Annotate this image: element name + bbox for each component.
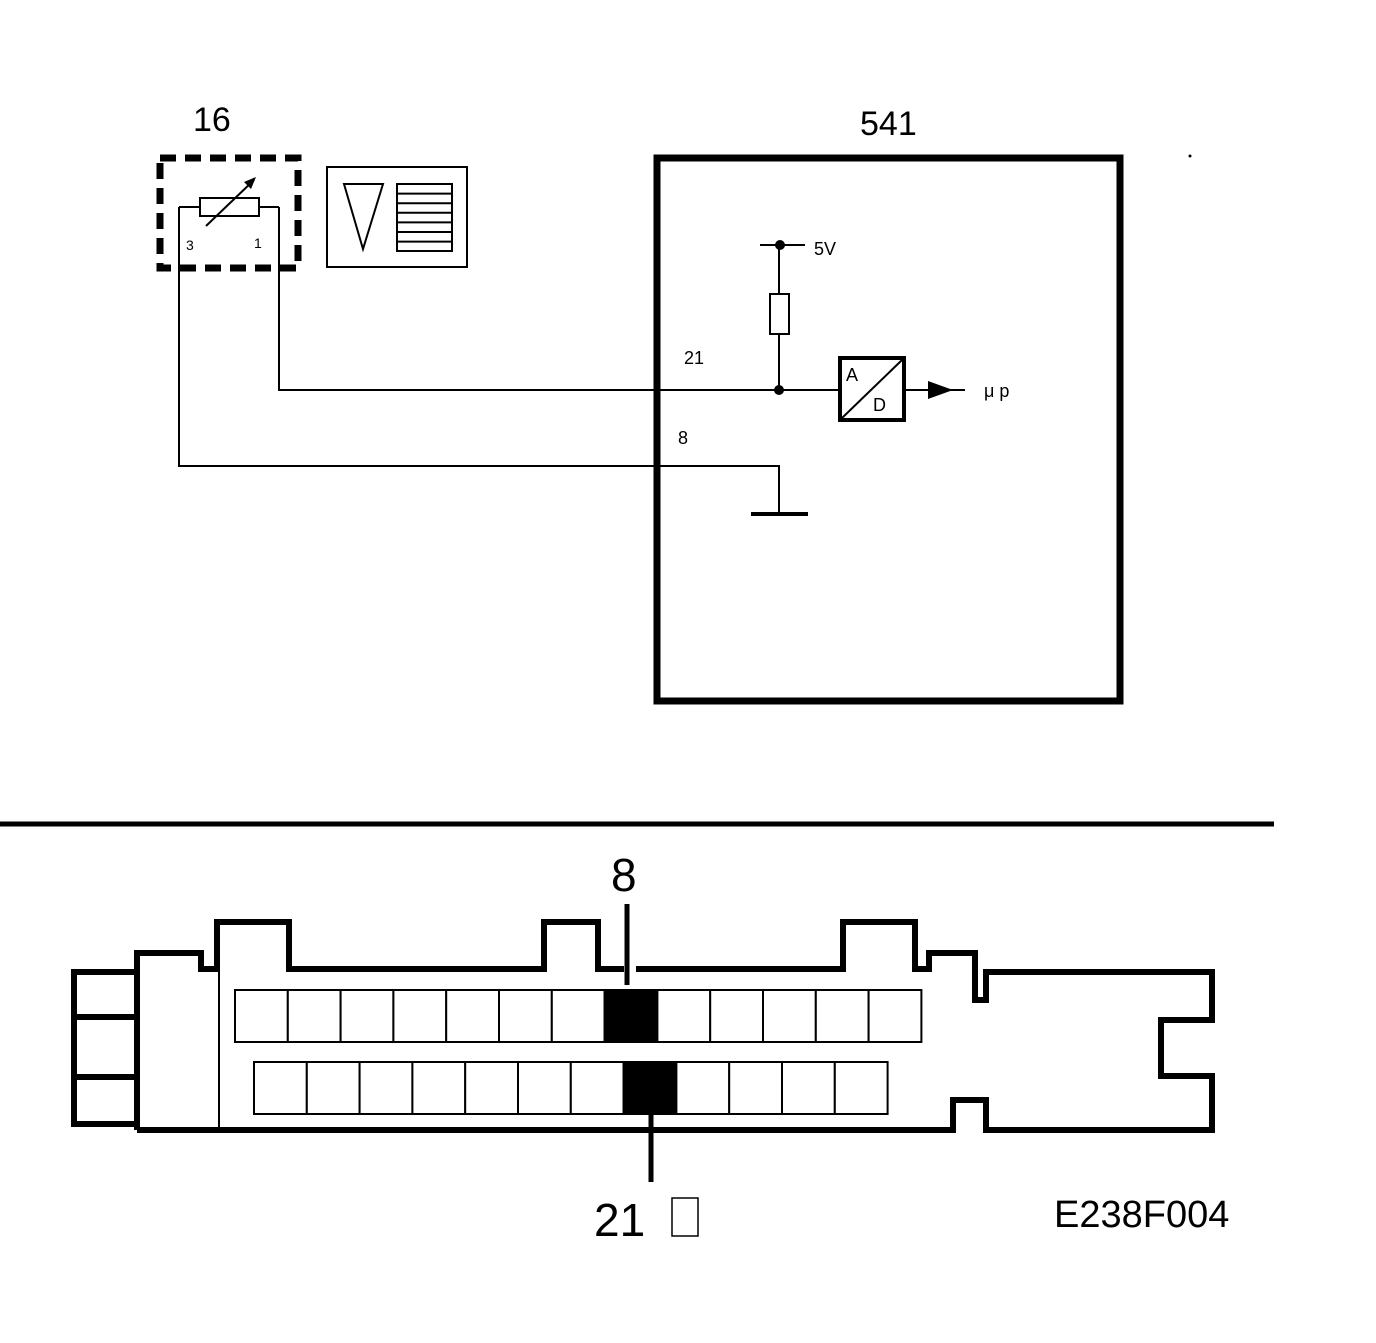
connector-pin (728, 1061, 784, 1115)
connector-pin-highlighted (603, 989, 659, 1043)
connector-pin (550, 989, 606, 1043)
connector-pin (286, 989, 342, 1043)
sensor-label: 16 (193, 101, 231, 139)
connector-pin (517, 1061, 572, 1115)
ad-converter: A D (838, 356, 906, 422)
missing-glyph-box (671, 1197, 699, 1237)
variable-resistor-icon (179, 177, 279, 227)
connector-pin (339, 989, 395, 1043)
connector-pin (253, 1061, 308, 1115)
supply-label: 5V (814, 239, 836, 259)
connector-pin (464, 1061, 520, 1115)
ecu-pin-8: 8 (678, 428, 688, 448)
connector-pin (358, 1061, 414, 1115)
junction-dot (774, 385, 784, 395)
ecu-label: 541 (860, 105, 917, 143)
connector-pin (392, 989, 448, 1043)
pullup-resistor-icon (769, 293, 790, 335)
connector-pin (656, 989, 712, 1043)
connector-pin (305, 1061, 361, 1115)
adc-output-label: D (873, 395, 886, 415)
sensor-housing (156, 154, 302, 272)
connector-pin (833, 1061, 889, 1115)
wire-signal (278, 207, 840, 391)
connector-outline (71, 919, 1215, 1133)
output-arrow-icon (904, 381, 965, 399)
connector-pin (709, 989, 765, 1043)
stray-mark (1188, 154, 1192, 158)
connector-pin (234, 989, 289, 1043)
wire-ground (178, 207, 780, 514)
ecu-component: 541 21 8 5V A D μ p (653, 105, 1124, 705)
connector-bottom-row (253, 1061, 889, 1115)
connector-pin (445, 989, 501, 1043)
connector-pin (781, 1061, 836, 1115)
sensor-component: 16 3 1 (156, 101, 302, 272)
connector-pin (814, 989, 870, 1043)
figure-reference-code: E238F004 (1054, 1194, 1229, 1236)
microprocessor-label: μ p (984, 381, 1009, 401)
connector-pin (867, 989, 923, 1043)
supply-5v: 5V (760, 239, 836, 294)
connector-pin (411, 1061, 467, 1115)
sensor-pin-1: 1 (254, 235, 262, 251)
fuel-level-icon (326, 166, 468, 268)
connector-top-row (234, 989, 923, 1043)
ecu-housing (653, 154, 1124, 705)
connector-pin (675, 1061, 731, 1115)
adc-input-label: A (846, 365, 858, 385)
connector-pin-highlighted (622, 1061, 678, 1115)
connector-pin (498, 989, 553, 1043)
connector-pin (762, 989, 817, 1043)
connector-pin-8-label: 8 (611, 849, 637, 901)
connector-pin (569, 1061, 625, 1115)
ecu-pin-21: 21 (684, 348, 704, 368)
connector-pin-21-label: 21 (594, 1194, 645, 1246)
sensor-pin-3: 3 (186, 237, 194, 253)
